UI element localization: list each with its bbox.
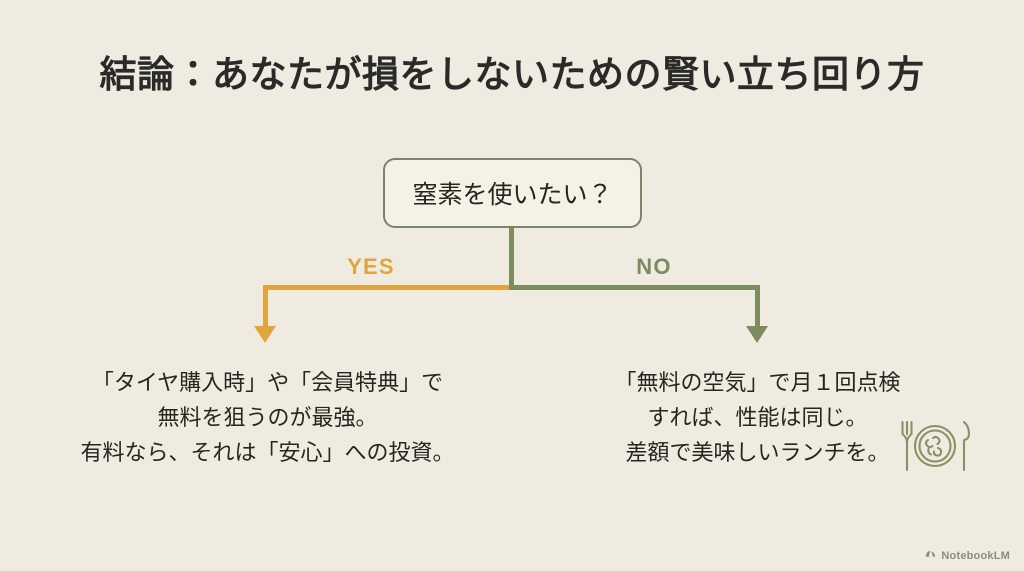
decision-node: 窒素を使いたい？ — [383, 158, 642, 228]
notebooklm-logo-icon — [926, 551, 936, 557]
outcome-line: 有料なら、それは「安心」への投資。 — [80, 440, 455, 465]
arrow-down-icon-yes — [254, 326, 276, 343]
decision-node-label: 窒素を使いたい？ — [412, 181, 613, 209]
outcome-block-no: 「無料の空気」で月１回点検 すれば、性能は同じ。 差額で美味しいランチを。 — [570, 365, 945, 470]
connector-vertical-yes — [263, 285, 268, 330]
outcome-block-yes: 「タイヤ購入時」や「会員特典」で 無料を狙うのが最強。 有料なら、それは「安心」… — [45, 365, 490, 470]
watermark-label: NotebookLM — [941, 549, 1010, 562]
outcome-line: 「無料の空気」で月１回点検 — [614, 370, 901, 395]
outcome-line: すれば、性能は同じ。 — [647, 405, 868, 430]
connector-stem — [509, 228, 514, 290]
outcome-line: 差額で美味しいランチを。 — [625, 440, 890, 465]
arrow-down-icon-no — [746, 326, 768, 343]
meal-plate-fork-knife-icon — [901, 420, 971, 472]
branch-label-yes: YES — [347, 254, 395, 279]
connector-horizontal-no — [509, 285, 760, 290]
branch-label-no: NO — [636, 254, 672, 279]
outcome-line: 「タイヤ購入時」や「会員特典」で — [91, 370, 444, 395]
watermark: NotebookLM — [924, 549, 1010, 562]
outcome-line: 無料を狙うのが最強。 — [157, 405, 378, 430]
connector-horizontal-yes — [263, 285, 513, 290]
connector-vertical-no — [755, 285, 760, 330]
page-title: 結論：あなたが損をしないための賢い立ち回り方 — [99, 54, 925, 95]
